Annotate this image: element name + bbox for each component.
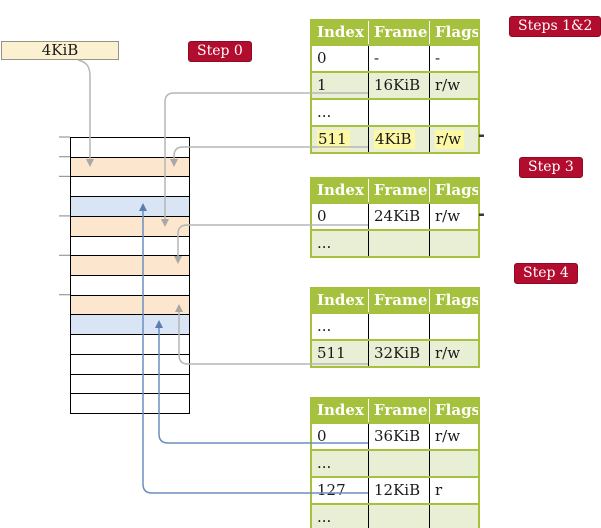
memory-frame-row-5-peach <box>71 215 189 236</box>
table-cell: r/w <box>429 127 478 152</box>
table-cell: r <box>429 478 478 503</box>
table-cell <box>368 451 429 476</box>
table-cell <box>368 505 429 528</box>
column-header-index: Index <box>317 181 364 199</box>
table-cell: 32KiB <box>368 341 429 366</box>
column-header-frame: Frame <box>368 179 429 202</box>
frame-size-label: 4KiB <box>41 41 79 59</box>
highlighted-value: 4KiB <box>374 130 415 149</box>
table-cell: 511 <box>312 127 368 152</box>
table-cell: - <box>429 46 478 71</box>
table-cell: 511 <box>317 344 346 362</box>
table-row: ... <box>312 98 478 125</box>
table-row: ... <box>312 503 478 528</box>
table-cell <box>429 505 478 528</box>
table-row: ... <box>312 312 478 339</box>
table-cell: 4KiB <box>368 127 429 152</box>
table-cell: 0 <box>317 207 327 225</box>
table-cell: - <box>368 46 429 71</box>
column-header-flags: Flags <box>429 179 478 202</box>
memory-frame-row-2-peach <box>71 156 189 177</box>
memory-frame-row-9-peach <box>71 294 189 315</box>
table-cell: 36KiB <box>368 424 429 449</box>
memory-frame-row-12-white <box>71 353 189 374</box>
memory-frame-row-8-white <box>71 275 189 295</box>
table-cell <box>429 314 478 339</box>
memory-frame-row-13-white <box>71 373 189 394</box>
table-cell <box>368 231 429 256</box>
highlighted-value: r/w <box>435 130 465 149</box>
table-cell <box>429 231 478 256</box>
frame-size-box: 4KiB <box>1 41 119 60</box>
column-header-index: Index <box>317 291 364 309</box>
table-cell <box>429 100 478 125</box>
memory-frame-row-7-peach <box>71 255 189 276</box>
table-cell: ... <box>317 508 332 526</box>
column-header-frame: Frame <box>368 21 429 44</box>
table-row: 0 -- <box>312 44 478 71</box>
table-cell: r/w <box>429 73 478 98</box>
table-cell: ... <box>317 317 332 335</box>
column-header-flags: Flags <box>429 399 478 422</box>
steps-1-2-label: Steps 1&2 <box>509 16 601 37</box>
table-cell: ... <box>317 234 332 252</box>
table-cell: 24KiB <box>368 204 429 229</box>
column-header-index: Index <box>317 401 364 419</box>
table-cell: 0 <box>317 427 327 445</box>
table-row: ... <box>312 449 478 476</box>
memory-frame-row-11-white <box>71 334 189 354</box>
table-cell <box>368 314 429 339</box>
memory-frame-row-6-white <box>71 235 189 256</box>
table-row: ... <box>312 229 478 256</box>
column-header-frame: Frame <box>368 399 429 422</box>
memory-frame-row-4-blue <box>71 196 189 216</box>
highlighted-value: 511 <box>317 130 350 149</box>
column-header-flags: Flags <box>429 21 478 44</box>
step-0-label: Step 0 <box>188 41 252 62</box>
table-cell: r/w <box>429 341 478 366</box>
step-4-label: Step 4 <box>514 263 578 284</box>
table-cell: ... <box>317 103 332 121</box>
column-header-flags: Flags <box>429 289 478 312</box>
frame-boundary-ticks <box>59 136 70 296</box>
table-cell: 12KiB <box>368 478 429 503</box>
physical-memory-column <box>70 137 190 414</box>
table-cell <box>429 451 478 476</box>
table-row: 511 4KiB r/w <box>312 125 478 152</box>
table-cell <box>368 100 429 125</box>
column-header-index: Index <box>317 23 364 41</box>
memory-frame-row-10-blue <box>71 314 189 335</box>
memory-frame-row-14-white <box>71 393 189 414</box>
table-cell: 0 <box>317 49 327 67</box>
table-cell: r/w <box>429 424 478 449</box>
table-cell: 16KiB <box>368 73 429 98</box>
memory-frame-row-3-white <box>71 176 189 197</box>
table-cell: 127 <box>317 481 346 499</box>
table-cell: r/w <box>429 204 478 229</box>
table-cell: ... <box>317 454 332 472</box>
column-header-frame: Frame <box>368 289 429 312</box>
memory-frame-row-1-white <box>71 138 189 157</box>
step-3-label: Step 3 <box>519 157 583 178</box>
table-cell: 1 <box>317 76 327 94</box>
